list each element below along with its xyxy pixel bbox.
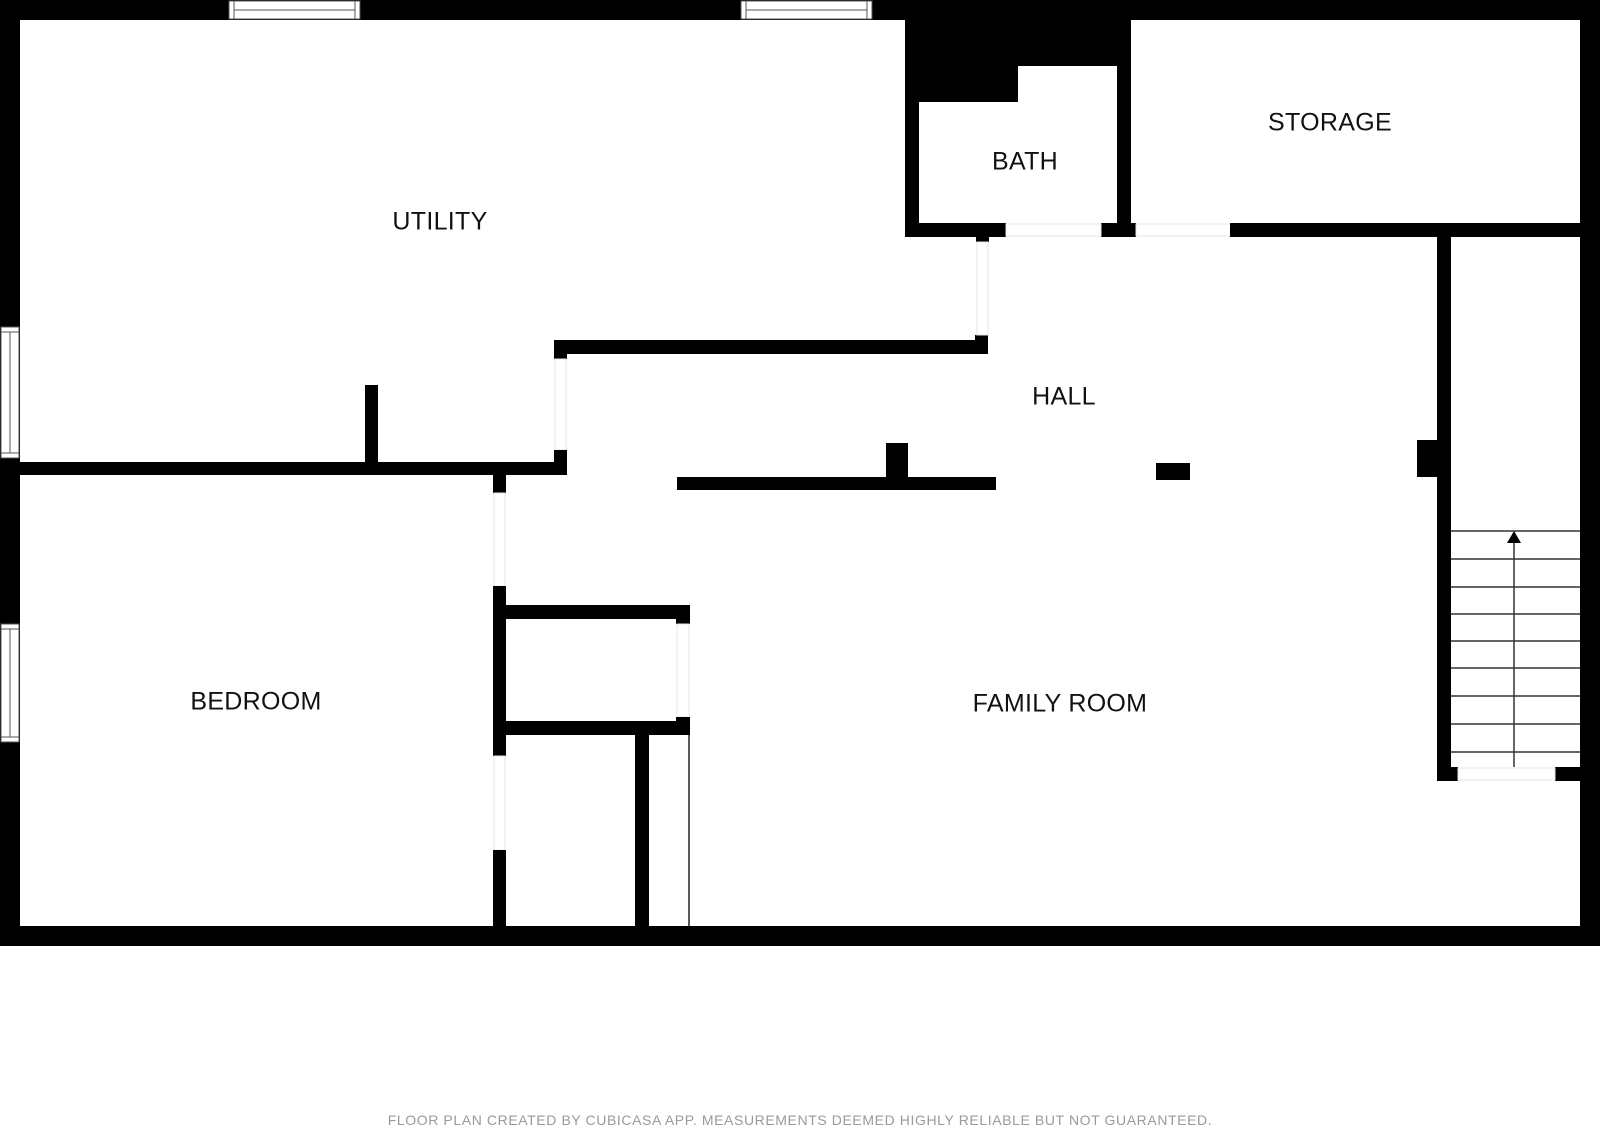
stair-up-arrow-icon [1507,531,1521,543]
window-left-utility [0,326,20,459]
utility-hall-walls [0,241,989,475]
disclaimer-footer: FLOOR PLAN CREATED BY CUBICASA APP. MEAS… [387,1112,1213,1128]
room-label-hall: HALL [1032,382,1096,411]
stair-walls [1417,237,1600,781]
window-top-right [740,0,873,20]
room-label-family-room: FAMILY ROOM [972,689,1148,718]
room-label-storage: STORAGE [1268,108,1392,137]
window-left-bedroom [0,623,20,743]
room-label-bedroom: BEDROOM [190,687,322,716]
hall-walls [677,443,1190,490]
bath-walls [905,0,1136,242]
bedroom-closet-walls [493,475,690,946]
window-top-left [228,0,361,20]
room-label-bath: BATH [991,147,1059,176]
stairs [1451,530,1580,767]
room-label-utility: UTILITY [392,207,488,236]
storage-walls [1135,223,1600,237]
